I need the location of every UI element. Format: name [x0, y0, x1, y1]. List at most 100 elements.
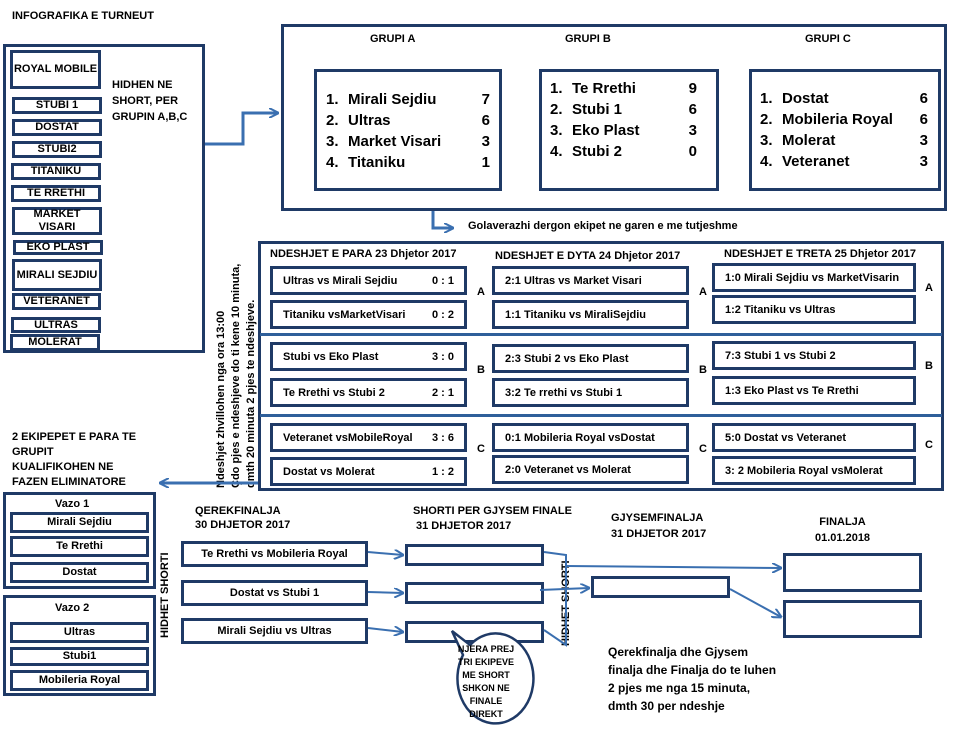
match-box: 7:3 Stubi 1 vs Stubi 2	[712, 341, 916, 370]
arrow	[367, 592, 403, 593]
match-teams: 2:0 Veteranet vs Molerat	[505, 463, 631, 476]
standing-team: Ultras	[348, 112, 391, 129]
match-teams: Veteranet vsMobileRoyal	[283, 431, 413, 444]
pot-title: Vazo 1	[55, 498, 90, 510]
standing-position: 4.	[326, 154, 339, 171]
standing-points: 0	[688, 143, 697, 160]
group-a-table	[314, 69, 502, 191]
standing-points: 6	[481, 112, 490, 129]
page-title: INFOGRAFIKA E TURNEUT	[12, 10, 154, 22]
standing-position: 2.	[326, 112, 339, 129]
team-box: VETERANET	[12, 293, 101, 310]
standing-position: 3.	[760, 132, 773, 149]
standing-team: Dostat	[782, 90, 829, 107]
match-box: 1:3 Eko Plast vs Te Rrethi	[712, 376, 916, 405]
draw-slot	[405, 582, 544, 604]
pot-team: Dostat	[10, 562, 149, 583]
standing-row: 2. Stubi 1 6	[550, 99, 697, 120]
title-line: 01.01.2018	[815, 532, 871, 544]
arrow	[431, 211, 453, 228]
pot-team: Mirali Sejdiu	[10, 512, 149, 533]
standing-team: Stubi 2	[572, 143, 623, 160]
semifinal-slot	[591, 576, 730, 598]
standing-team: Mirali Sejdiu	[348, 91, 437, 108]
match-teams: 1:3 Eko Plast vs Te Rrethi	[725, 384, 859, 397]
standing-position: 1.	[550, 80, 563, 97]
match-teams: 1:1 Titaniku vs MiraliSejdiu	[505, 308, 647, 321]
standing-position: 3.	[326, 133, 339, 150]
match-teams: Dostat vs Molerat	[283, 465, 375, 478]
standing-position: 1.	[760, 90, 773, 107]
standing-team: Stubi 1	[572, 101, 623, 118]
standing-points: 6	[919, 90, 928, 107]
match-score: 1 : 2	[431, 465, 454, 478]
draw-slot	[405, 544, 544, 566]
standing-points: 3	[481, 133, 490, 150]
pot-team: Mobileria Royal	[10, 670, 149, 691]
note-line: GRUPIT	[12, 446, 54, 458]
standing-position: 3.	[550, 122, 563, 139]
match-teams: 5:0 Dostat vs Veteranet	[725, 431, 847, 444]
match-score: 2 : 1	[431, 386, 454, 399]
divider	[260, 414, 942, 417]
note-line: HIDHEN NE	[112, 79, 173, 91]
title-line: 30 DHJETOR 2017	[195, 519, 291, 531]
match-score: 3 : 6	[431, 431, 454, 444]
final-slot	[783, 600, 922, 638]
standing-position: 2.	[760, 111, 773, 128]
standing-points: 3	[688, 122, 697, 139]
match-teams: 2:3 Stubi 2 vs Eko Plast	[505, 352, 629, 365]
note-line: KUALIFIKOHEN NE	[12, 461, 114, 473]
note-line: FAZEN ELIMINATORE	[12, 476, 126, 488]
match-score: 0 : 2	[431, 308, 454, 321]
group-label: C	[925, 439, 933, 451]
group-title: GRUPI B	[565, 33, 611, 45]
arrow	[729, 588, 781, 617]
connector	[543, 551, 567, 647]
team-box: MIRALI SEJDIU	[12, 259, 102, 291]
standing-points: 1	[481, 154, 490, 171]
title-line: FINALJA	[819, 516, 866, 528]
team-box: MARKET VISARI	[12, 207, 102, 235]
team-box: ROYAL MOBILE	[10, 50, 101, 89]
arrow	[565, 566, 781, 568]
match-box: 1:2 Titaniku vs Ultras	[712, 295, 916, 324]
note-line: Qerekfinalja dhe Gjysem	[608, 645, 749, 659]
match-teams: 0:1 Mobileria Royal vsDostat	[505, 431, 655, 444]
match-teams: 3: 2 Mobileria Royal vsMolerat	[725, 464, 883, 477]
match-box: 1:1 Titaniku vs MiraliSejdiu	[492, 300, 689, 329]
match-score: 3 : 0	[431, 350, 454, 363]
standing-row: 4. Stubi 2 0	[550, 141, 697, 162]
note-line: GRUPIN A,B,C	[112, 111, 188, 123]
matchday-title: NDESHJET E PARA 23 Dhjetor 2017	[270, 248, 457, 260]
team-box: TE RRETHI	[11, 185, 101, 202]
match-box: 2:3 Stubi 2 vs Eko Plast	[492, 344, 689, 373]
quarterfinal-match: Dostat vs Stubi 1	[181, 580, 368, 606]
group-label: B	[925, 360, 933, 372]
match-box: 2:1 Ultras vs Market Visari	[492, 266, 689, 295]
match-teams: 3:2 Te rrethi vs Stubi 1	[505, 386, 623, 399]
draw-note: HIDHEN NE SHORT, PER GRUPIN A,B,C	[112, 77, 187, 125]
standing-position: 4.	[550, 143, 563, 160]
team-box: STUBI2	[12, 141, 102, 158]
bubble-line: NJERA PREJ	[457, 644, 515, 654]
standing-position: 2.	[550, 101, 563, 118]
match-box: Veteranet vsMobileRoyal 3 : 6	[270, 423, 467, 452]
quarterfinal-match: Mirali Sejdiu vs Ultras	[181, 618, 368, 644]
standing-team: Market Visari	[348, 133, 442, 150]
pot-title: Vazo 2	[55, 602, 90, 614]
standing-team: Mobileria Royal	[782, 111, 893, 128]
title-line: SHORTI PER GJYSEM FINALE	[413, 505, 572, 517]
standing-points: 6	[688, 101, 697, 118]
group-b-table	[539, 69, 719, 191]
match-teams: Ultras vs Mirali Sejdiu	[283, 274, 398, 287]
match-teams: 1:0 Mirali Sejdiu vs MarketVisarin	[725, 271, 900, 284]
duration-note: Qerekfinalja dhe Gjysem finalja dhe Fina…	[608, 643, 776, 715]
match-teams: 2:1 Ultras vs Market Visari	[505, 274, 642, 287]
